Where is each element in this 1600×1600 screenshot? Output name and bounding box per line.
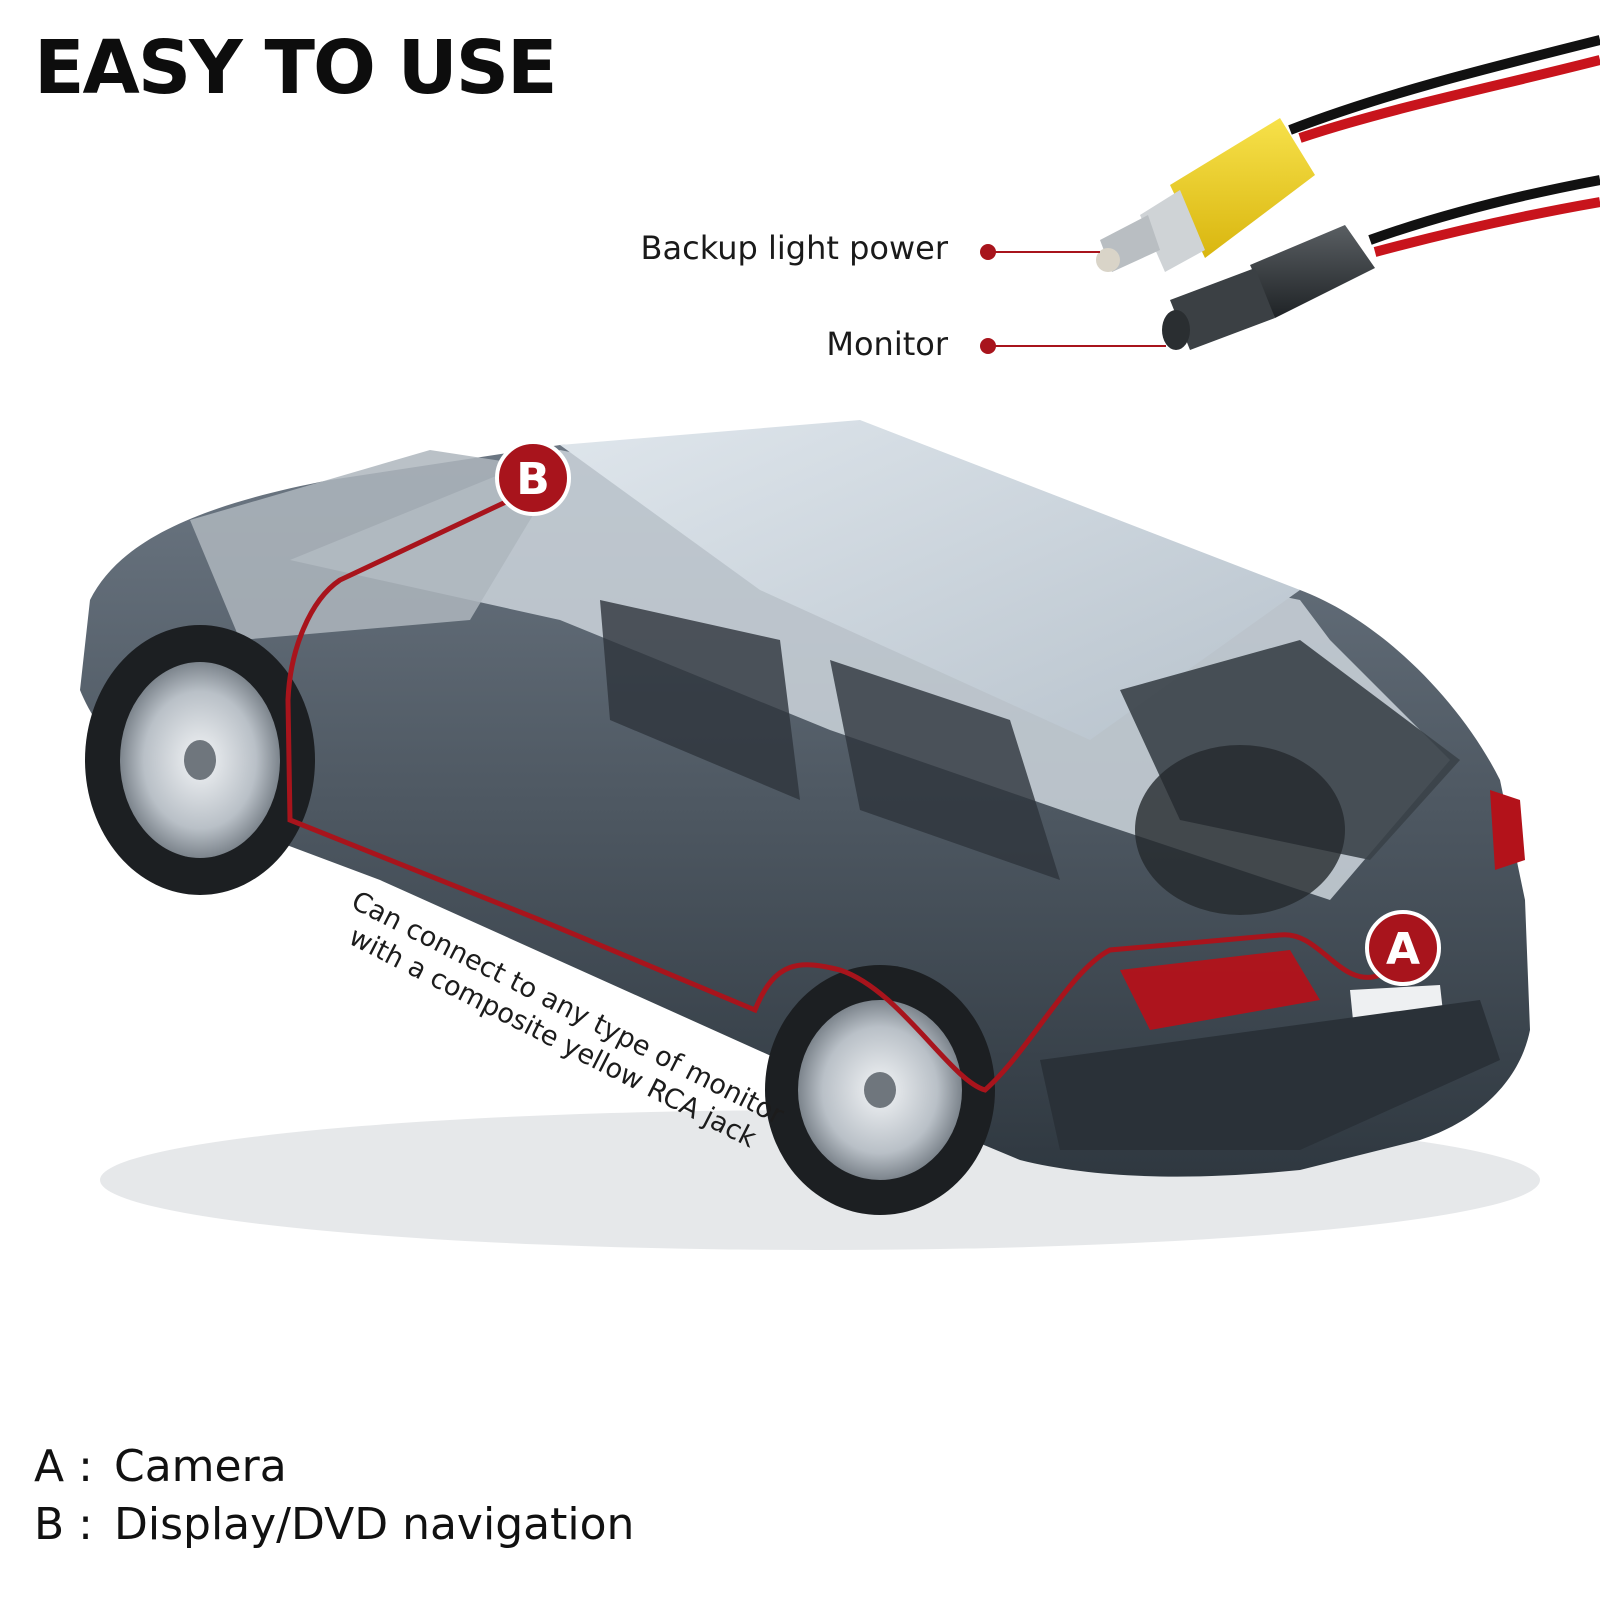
rear-wheel	[765, 965, 995, 1215]
marker-a: A	[1365, 910, 1441, 986]
car-roof	[560, 420, 1300, 740]
monitor-plug-icon	[1162, 225, 1375, 350]
car-illustration	[80, 420, 1530, 1215]
car-rear-bumper	[1040, 1000, 1500, 1150]
marker-b-label: B	[516, 454, 550, 505]
legend-item-camera: A : Camera	[34, 1440, 287, 1494]
marker-a-label: A	[1386, 924, 1420, 975]
wiring-route	[285, 497, 1381, 1093]
monitor-leader-dot	[980, 338, 996, 354]
spare-wheel	[1135, 745, 1345, 915]
backup-light-power-label: Backup light power	[640, 229, 948, 267]
legend-item-display: B : Display/DVD navigation	[34, 1498, 634, 1552]
backup-leader-dot	[980, 244, 996, 260]
car-window-front	[600, 600, 800, 800]
legend-key: A :	[34, 1441, 93, 1492]
car-tail-light-right	[1490, 790, 1525, 870]
front-wheel	[85, 625, 315, 895]
marker-b: B	[495, 440, 571, 516]
page-title: EASY TO USE	[34, 25, 558, 111]
cable-assembly	[980, 35, 1600, 354]
legend-value: Camera	[114, 1441, 287, 1492]
car-engine-bay	[190, 450, 560, 640]
car-tail-light-left	[1120, 950, 1320, 1030]
rca-yellow-plug-icon	[1096, 118, 1315, 272]
car-window-rear	[830, 660, 1060, 880]
monitor-label: Monitor	[826, 325, 948, 363]
legend-value: Display/DVD navigation	[114, 1499, 635, 1550]
legend-key: B :	[34, 1499, 93, 1550]
